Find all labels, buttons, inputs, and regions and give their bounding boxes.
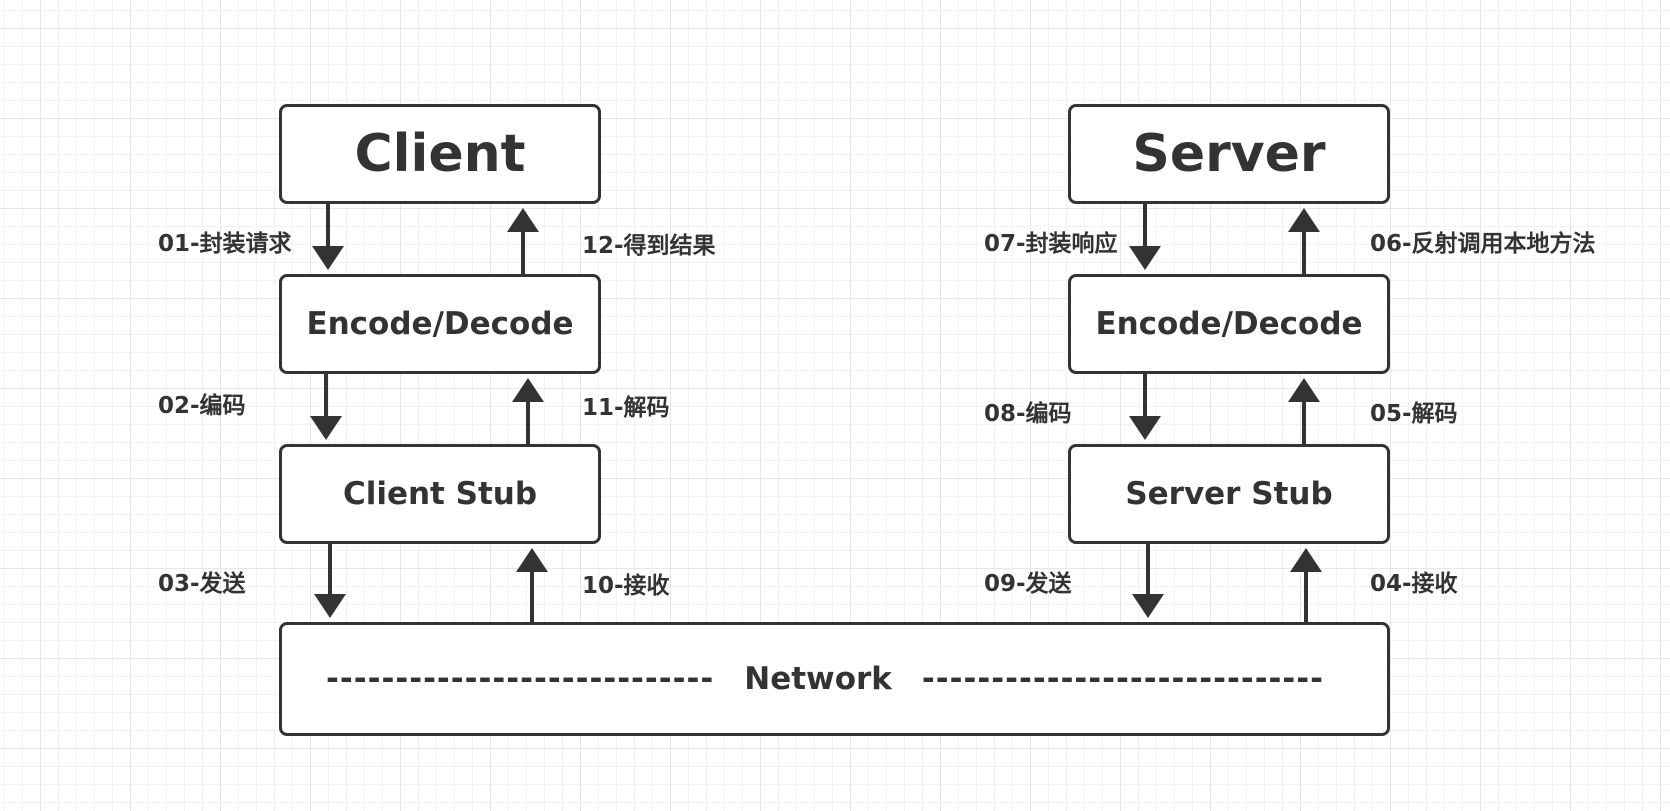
server-codec-box: Encode/Decode xyxy=(1068,274,1390,374)
step-11-label: 11-解码 xyxy=(582,395,670,421)
network-box: ---------------------------- Network ---… xyxy=(279,622,1390,736)
client-codec-label: Encode/Decode xyxy=(306,306,574,342)
server-title: Server xyxy=(1132,124,1326,184)
network-label: Network xyxy=(744,661,892,697)
step-01-label: 01-封装请求 xyxy=(158,231,292,257)
step-09-label: 09-发送 xyxy=(984,571,1072,597)
step-08-label: 08-编码 xyxy=(984,401,1072,427)
server-box: Server xyxy=(1068,104,1390,204)
client-title: Client xyxy=(354,124,526,184)
client-codec-box: Encode/Decode xyxy=(279,274,601,374)
server-stub-box: Server Stub xyxy=(1068,444,1390,544)
client-stub-label: Client Stub xyxy=(342,476,538,512)
step-06-label: 06-反射调用本地方法 xyxy=(1370,231,1596,257)
network-left-dashes: ---------------------------- xyxy=(326,661,715,697)
step-07-label: 07-封装响应 xyxy=(984,231,1118,257)
step-12-label: 12-得到结果 xyxy=(582,233,716,259)
step-10-label: 10-接收 xyxy=(582,573,670,599)
client-box: Client xyxy=(279,104,601,204)
step-05-label: 05-解码 xyxy=(1370,401,1458,427)
step-03-label: 03-发送 xyxy=(158,571,246,597)
server-codec-label: Encode/Decode xyxy=(1095,306,1363,342)
client-stub-box: Client Stub xyxy=(279,444,601,544)
network-right-dashes: ----------------------------- xyxy=(921,661,1325,697)
server-stub-label: Server Stub xyxy=(1125,476,1333,512)
step-04-label: 04-接收 xyxy=(1370,571,1458,597)
step-02-label: 02-编码 xyxy=(158,393,246,419)
